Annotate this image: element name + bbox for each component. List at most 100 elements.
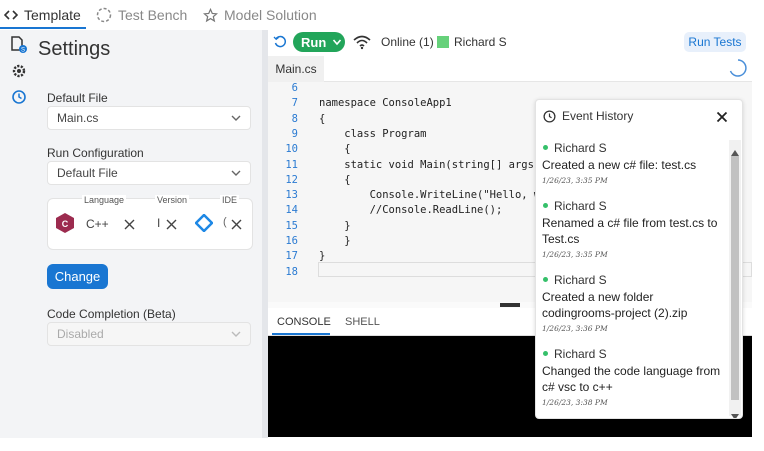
star-icon [203,7,218,23]
environment-box: Language Version IDE C C++ I ( [47,195,253,250]
wifi-icon [353,34,371,55]
scrollbar-thumb[interactable] [500,303,520,307]
clear-version-icon[interactable] [166,217,177,235]
run-config-value: Default File [57,166,118,180]
tab-console[interactable]: CONSOLE [277,316,331,328]
event-user: Richard S [542,141,728,155]
code-completion-value: Disabled [57,327,104,341]
svg-text:S: S [21,47,25,53]
settings-title: Settings [38,38,111,60]
editor-horizontal-scrollbar[interactable] [268,302,752,308]
online-dot-icon [543,351,548,356]
event-item: Richard S Renamed a c# file from test.cs… [542,199,728,259]
scroll-up-arrow-icon[interactable] [731,143,739,161]
ide-value: ( [223,216,227,228]
run-tests-button[interactable]: Run Tests [684,32,746,52]
line-number: 18 [285,265,298,278]
code-line: static void Main(string[] args) [319,158,541,171]
event-history-header: Event History [536,100,742,134]
user-color-badge [437,36,449,48]
svg-text:C: C [62,219,69,229]
tab-template[interactable]: Template [4,4,81,26]
version-value: I [157,216,161,230]
tab-shell[interactable]: SHELL [345,316,380,328]
online-dot-icon [543,277,548,282]
tab-model-solution[interactable]: Model Solution [203,4,317,26]
event-user-name: Richard S [554,199,607,213]
refresh-icon[interactable] [273,35,287,54]
chevron-down-icon [230,167,242,179]
chevron-down-icon [230,328,242,340]
clear-ide-icon[interactable] [231,217,242,235]
active-console-tab-indicator [272,333,330,335]
code-line: namespace ConsoleApp1 [319,97,452,110]
online-dot-icon [543,203,548,208]
scrollbar-thumb[interactable] [731,156,739,400]
code-line: { [319,143,351,156]
event-item: Richard S Created a new folder codingroo… [542,273,728,333]
event-user: Richard S [542,273,728,287]
default-file-label: Default File [47,91,108,105]
language-label: Language [82,195,127,205]
file-settings-icon[interactable]: S [10,36,28,54]
event-user: Richard S [542,199,728,213]
change-button[interactable]: Change [47,264,108,289]
chevron-down-icon[interactable] [332,37,342,47]
event-description: Created a new folder codingrooms-project… [542,290,688,320]
line-number: 17 [285,250,298,263]
loading-spinner-icon [728,58,748,83]
clock-icon [543,110,556,128]
event-user-name: Richard S [554,141,607,155]
file-tab-main-cs[interactable]: Main.cs [268,56,324,82]
line-number: 7 [291,97,298,110]
line-number: 9 [291,127,298,140]
tab-model-solution-label: Model Solution [224,7,317,23]
online-user-name[interactable]: Richard S [454,35,507,49]
close-icon[interactable] [716,110,728,123]
code-line: class Program [319,127,427,140]
online-dot-icon [543,145,548,150]
ide-logo-icon [194,213,214,237]
run-config-select[interactable]: Default File [47,161,251,185]
run-label: Run [301,34,327,50]
line-number: 11 [285,158,298,171]
editor-toolbar: Run Online (1) Richard S Run Tests [268,30,752,56]
code-line: } [319,219,351,232]
ide-label: IDE [220,195,240,205]
event-history-scrollbar[interactable] [729,140,741,418]
event-history-popup: Event History Richard S Created a new c#… [535,99,743,419]
event-history-title: Event History [562,109,634,123]
version-label: Version [155,195,190,205]
code-icon [4,8,18,22]
clear-language-icon[interactable] [124,217,135,235]
active-tab-indicator [0,27,86,29]
default-file-value: Main.cs [57,111,99,125]
event-user: Richard S [542,347,728,361]
run-button[interactable]: Run [293,32,345,52]
gear-icon[interactable] [10,62,28,80]
default-file-select[interactable]: Main.cs [47,106,251,130]
tab-template-label: Template [24,7,81,23]
event-description: Renamed a c# file from test.cs to Test.c… [542,216,718,246]
online-status: Online (1) [381,35,434,49]
code-line: { [319,112,326,125]
code-line: //Console.ReadLine(); [319,204,503,217]
event-item: Richard S Changed the code language from… [542,347,728,407]
line-number: 10 [285,143,298,156]
event-timestamp: 1/26/23, 3:38 PM [542,398,608,407]
event-description: Created a new c# file: test.cs [542,158,697,172]
scroll-down-arrow-icon[interactable] [731,407,739,418]
line-number: 14 [285,204,298,217]
history-clock-icon[interactable] [10,88,28,106]
tab-test-bench[interactable]: Test Bench [96,4,187,26]
file-tab-bar: Main.cs [268,56,752,82]
event-user-name: Richard S [554,273,607,287]
panel-resize-divider[interactable] [262,30,268,438]
event-user-name: Richard S [554,347,607,361]
chevron-down-icon [230,112,242,124]
event-timestamp: 1/26/23, 3:36 PM [542,324,608,333]
code-line: { [319,173,351,186]
line-number: 6 [291,82,298,94]
code-completion-select[interactable]: Disabled [47,322,251,346]
